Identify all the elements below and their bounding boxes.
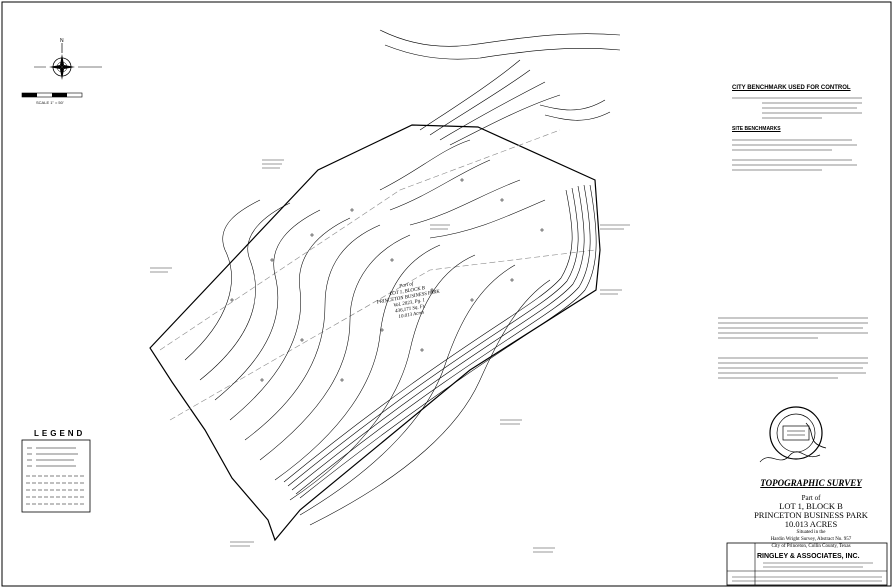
legend-title: LEGEND [34, 429, 86, 438]
signature [759, 451, 821, 463]
title-block: TOPOGRAPHIC SURVEY Part of LOT 1, BLOCK … [747, 478, 875, 550]
survey-title: TOPOGRAPHIC SURVEY [760, 478, 862, 488]
property-boundary [149, 124, 601, 542]
company-name: RINGLEY & ASSOCIATES, INC. [757, 553, 860, 560]
title-survey: Hardin Wright Survey, Abstract No. 957 [770, 537, 852, 542]
zone-notes [718, 317, 868, 379]
surveyor-seal [769, 406, 827, 460]
scale-bar [21, 92, 83, 98]
title-block-frame [726, 542, 888, 586]
title-park: PRINCETON BUSINESS PARK [754, 510, 868, 520]
site-benchmark-title: SITE BENCHMARKS [732, 126, 781, 132]
title-acres: 10.013 ACRES [784, 519, 838, 529]
svg-text:N: N [60, 38, 64, 44]
city-benchmark-title: CITY BENCHMARK USED FOR CONTROL [732, 85, 851, 91]
legend-box [21, 439, 91, 513]
north-arrow-icon: N [34, 38, 102, 80]
title-situated: Situated in the [796, 530, 826, 535]
spot-elevations [230, 178, 544, 382]
benchmark-notes [732, 97, 862, 171]
title-lot: LOT 1, BLOCK B [779, 501, 843, 511]
title-city: City of Princeton, Collin County, Texas [771, 544, 851, 549]
scale-label: SCALE 1" = 50' [36, 100, 64, 105]
title-part-of: Part of [801, 494, 821, 502]
